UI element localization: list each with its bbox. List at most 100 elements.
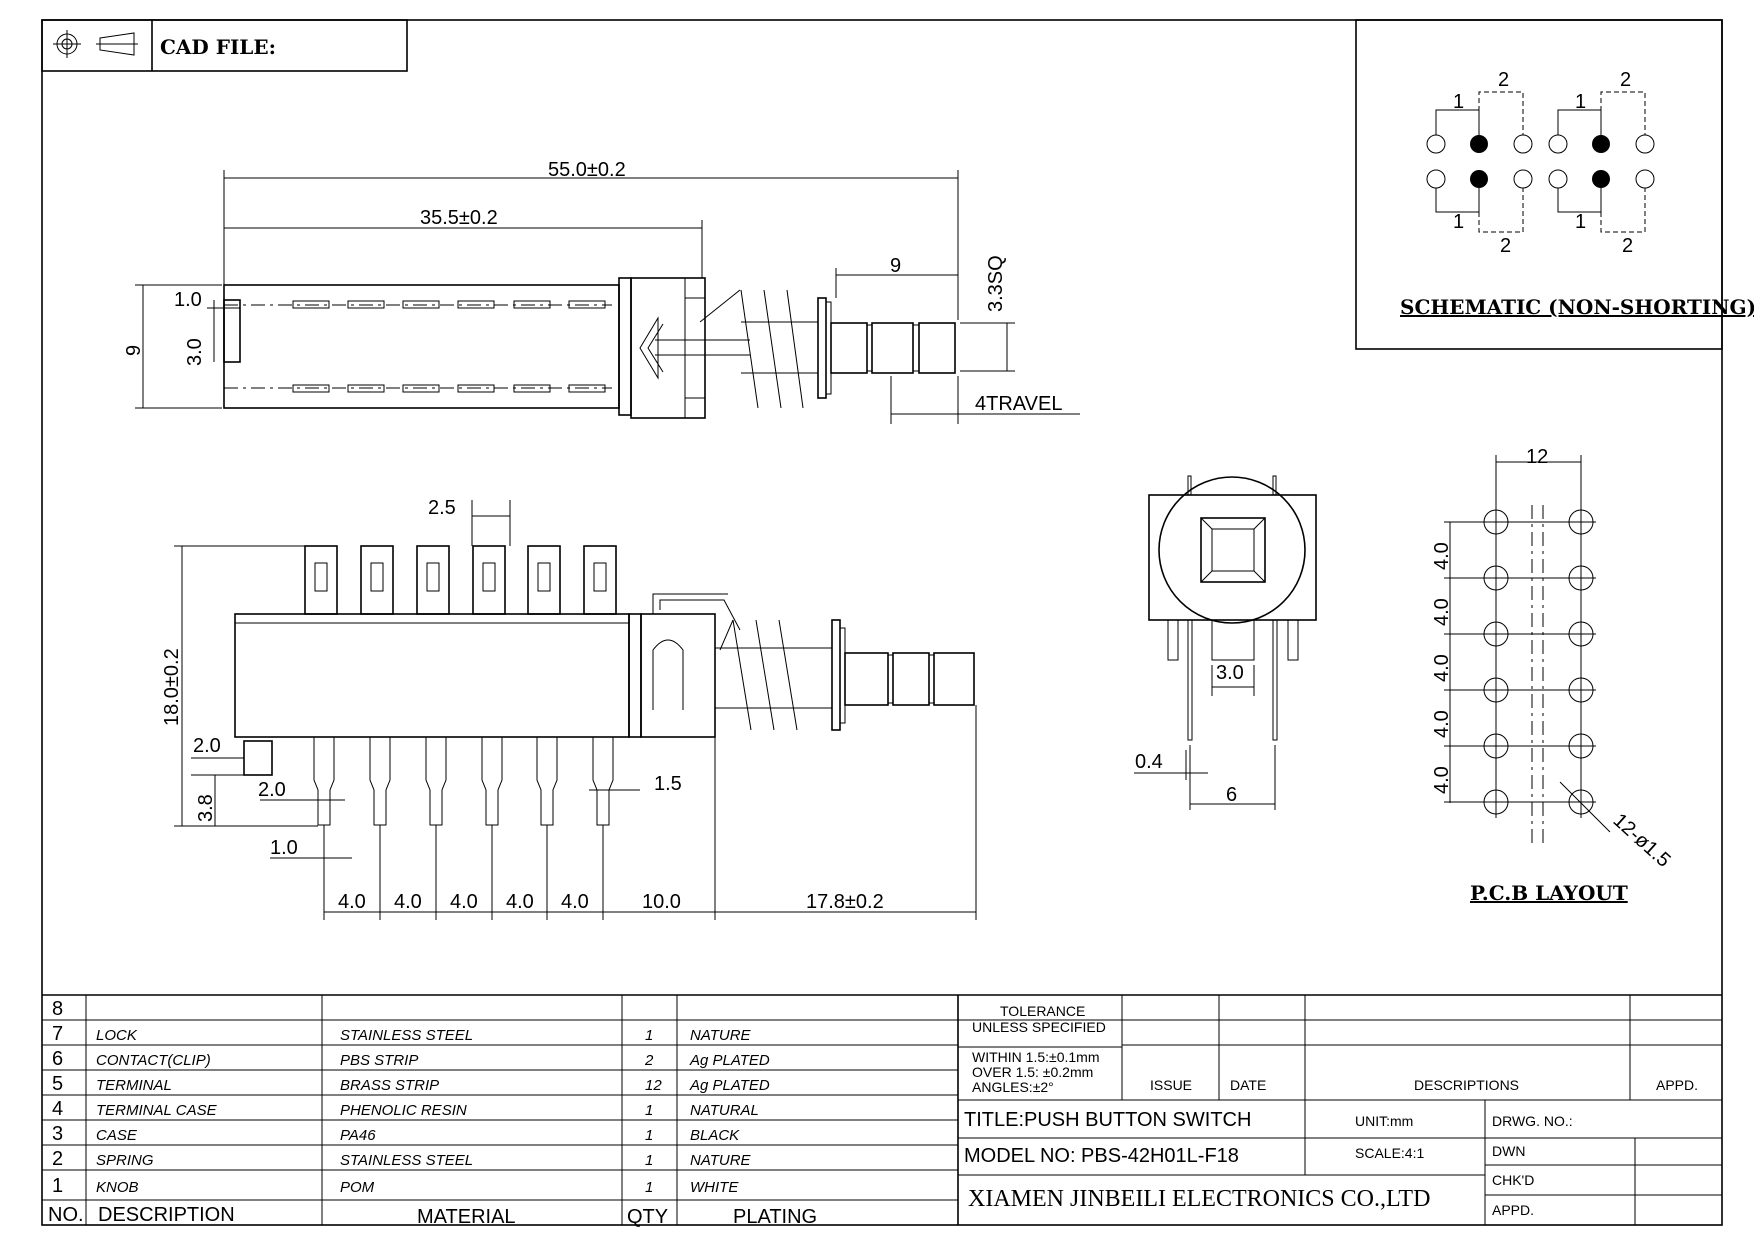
schem-label: 1 [1575,211,1586,233]
schematic-panel: 1 2 1 2 1 2 1 2 SCHEMATIC (NON-SHORTING) [1355,19,1754,350]
bom-qty: 1 [645,1127,653,1144]
bom-row: 8 [52,998,63,1020]
title-text: TITLE:PUSH BUTTON SWITCH [964,1109,1251,1131]
bom-qty: 12 [645,1077,662,1094]
bom-no: 2 [52,1148,63,1170]
bom-header-material: MATERIAL [417,1206,516,1228]
pcb-pitch: 4.0 [1431,542,1453,570]
tolerance-over: OVER 1.5: ±0.2mm [972,1064,1093,1080]
dim-pitch: 4.0 [394,891,422,913]
front-view: 3.0 0.4 6 [1134,475,1317,810]
dim-height: 18.0±0.2 [161,648,183,726]
bom-desc: TERMINAL CASE [96,1102,218,1119]
bom-material: PBS STRIP [340,1052,418,1069]
col-issue: ISSUE [1150,1077,1192,1093]
bom-plating: NATURE [690,1027,752,1044]
bom-no: 3 [52,1123,63,1145]
pcb-width: 12 [1526,446,1548,468]
dim-total-length: 55.0±0.2 [548,159,626,181]
bom-no: 8 [52,998,63,1020]
bom-plating: Ag PLATED [689,1077,770,1094]
bom-plating: NATURE [690,1152,752,1169]
sheet-border [41,19,1723,1226]
dim-3-0: 3.0 [1216,662,1244,684]
dwn-label: DWN [1492,1143,1525,1159]
pcb-holes: 12-ø1.5 [1609,809,1675,871]
dim-0-4: 0.4 [1135,751,1163,773]
bom-header: NO. DESCRIPTION MATERIAL QTY PLATING [48,1204,817,1228]
dim-width: 9 [123,345,145,356]
tolerance-angles: ANGLES:±2° [972,1079,1054,1095]
bom-no: 5 [52,1073,63,1095]
bom-material: STAINLESS STEEL [340,1027,473,1044]
bom-no: 6 [52,1048,63,1070]
tolerance-title: TOLERANCE [1000,1003,1085,1019]
col-descriptions: DESCRIPTIONS [1414,1077,1519,1093]
title-block: TOLERANCE UNLESS SPECIFIED WITHIN 1.5:±0… [958,995,1722,1225]
top-view: 55.0±0.2 35.5±0.2 9 3.3SQ 4TRAVEL 9 1.0 … [123,159,1080,424]
bom-qty: 2 [644,1052,654,1069]
schem-label: 1 [1453,211,1464,233]
bom-qty: 1 [645,1027,653,1044]
bom-desc: LOCK [96,1027,138,1044]
dim-button-length: 9 [890,255,901,277]
company-name: XIAMEN JINBEILI ELECTRONICS CO.,LTD [968,1186,1430,1212]
schem-label: 2 [1498,69,1509,91]
dim-6: 6 [1226,784,1237,806]
scale-text: SCALE:4:1 [1355,1145,1424,1161]
appd-label: APPD. [1492,1202,1534,1218]
pcb-pitch: 4.0 [1431,710,1453,738]
bom-plating: NATURAL [690,1102,759,1119]
bom-row: 5 TERMINAL BRASS STRIP 12 Ag PLATED [52,1073,770,1095]
dim-travel: 4TRAVEL [975,393,1062,415]
unit-text: UNIT:mm [1355,1113,1413,1129]
bom-material: PA46 [340,1127,376,1144]
bom-table [42,994,1722,1225]
dim-pin-pitch-top: 2.5 [428,497,456,519]
dim-square: 3.3SQ [985,255,1007,312]
bom-qty: 1 [645,1102,653,1119]
bom-qty: 1 [645,1152,653,1169]
bom-plating: Ag PLATED [689,1052,770,1069]
cad-file-label: CAD FILE: [160,35,276,59]
dim-pitch: 4.0 [338,891,366,913]
bom-material: BRASS STRIP [340,1077,439,1094]
schem-label: 1 [1453,91,1464,113]
bom-desc: TERMINAL [96,1077,172,1094]
pcb-layout: 12 4.0 4.0 4.0 4.0 4.0 12-ø1.5 P.C.B LAY… [1431,446,1675,905]
bom-plating: BLACK [690,1127,740,1144]
dim-slot-height: 3.0 [184,338,206,366]
bom-qty: 1 [645,1179,653,1196]
bom-material: STAINLESS STEEL [340,1152,473,1169]
model-number: MODEL NO: PBS-42H01L-F18 [964,1145,1239,1167]
dim-plunger: 17.8±0.2 [806,891,884,913]
dim-body-length: 35.5±0.2 [420,207,498,229]
schematic-title: SCHEMATIC (NON-SHORTING) [1400,295,1754,319]
bom-desc: SPRING [96,1152,154,1169]
bom-plating: WHITE [690,1179,739,1196]
schem-label: 1 [1575,91,1586,113]
bom-row: 2 SPRING STAINLESS STEEL 1 NATURE [52,1148,752,1170]
cad-header: CAD FILE: [41,19,408,72]
dim-2-0-b: 2.0 [258,779,286,801]
tolerance-sub: UNLESS SPECIFIED [972,1019,1106,1035]
bom-material: POM [340,1179,375,1196]
projection-symbol-icon [53,30,138,58]
col-date: DATE [1230,1077,1266,1093]
dim-3-8: 3.8 [195,794,217,822]
dim-1-0: 1.0 [270,837,298,859]
bom-header-qty: QTY [627,1206,668,1228]
schem-label: 2 [1622,235,1633,257]
side-view: 2.5 18.0±0.2 2.0 3.8 2.0 1.0 1.5 4.0 4.0… [161,497,977,920]
bom-no: 4 [52,1098,63,1120]
dim-pitch: 4.0 [561,891,589,913]
pcb-title: P.C.B LAYOUT [1470,881,1628,905]
dim-2-0-a: 2.0 [193,735,221,757]
pcb-pitch: 4.0 [1431,654,1453,682]
bom-no: 1 [52,1175,63,1197]
dim-pitch: 4.0 [450,891,478,913]
schem-label: 2 [1620,69,1631,91]
